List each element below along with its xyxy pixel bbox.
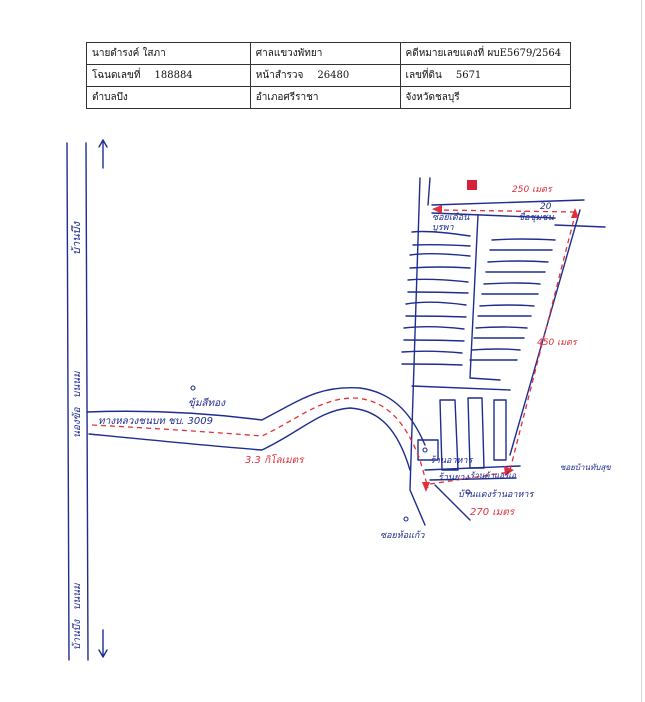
subdistrict: ตำบลบึง [86,86,251,109]
target-parcel-marker [467,180,477,190]
distance-top-label: 250 เมตร [512,185,553,195]
distance-branch-label: 3.3 กิโลเมตร [245,454,305,466]
distance-bottom-label: 270 เมตร [470,507,516,518]
road-label-bottom-b: บ้านบึง [71,619,83,650]
soi-label-c: ชื่อชุมชน [518,210,555,223]
lower-label-3: บ้านแดงร้านอาหาร [458,489,534,500]
survey-page-label: หน้าสำรวจ [255,70,304,81]
page-edge-line [641,0,642,702]
route-top-soi [439,209,576,213]
soi-label-b: บูรพา [432,223,454,233]
case-number-label: คดีหมายเลขแดงที่ [405,48,485,59]
route-east-road [509,214,576,471]
branch-road-lower-edge [88,407,411,471]
land-number-label: เลขที่ดิน [405,70,442,81]
title-deed-number: 188884 [154,70,193,81]
branch-road-label: ทางหลวงชนบท ชบ. 3009 [98,416,213,427]
distance-right-label: 450 เมตร [537,338,578,348]
route-branch-road [91,397,429,489]
soi-top-lower-edge [431,212,556,219]
pin-north-icon [190,385,196,391]
title-deed-label: โฉนดเลขที่ [92,70,141,81]
road-label-bottom-a: บนนม [72,582,83,610]
office-label: ร้านอาหาร [430,455,473,466]
road-label-mid-b: นองข้อ [71,406,83,438]
south-road [434,484,471,521]
info-row-3: ตำบลบึง อำเภอศรีราชา จังหวัดชลบุรี [86,86,572,109]
branch-road-upper-edge [86,386,426,446]
main-highway-right-edge [85,142,89,661]
pin-office-icon [422,447,428,453]
north-arrow-icon [98,139,108,169]
lower-block-c [493,399,507,461]
lower-label: ร้านยาง [438,472,469,483]
route-arrow-up-icon [571,208,579,218]
settlement-middle-road [469,214,501,381]
settlement-road-right [427,177,431,206]
soi-label-a: ซอยเดือน [432,212,470,223]
info-row-2: โฉนดเลขที่ 188884 หน้าสำรวจ 26480 เลขที่ดิ… [86,64,572,87]
property-info-table: นายดำรงค์ ใสภา ศาลแขวงพัทยา คดีหมายเลขแด… [86,42,572,109]
south-arrow-icon [98,629,108,658]
pin-lower-icon [465,489,471,495]
soi-number-label: 20 [540,202,552,212]
land-number: 5671 [455,70,482,81]
province: จังหวัดชลบุรี [399,86,572,109]
lower-label-2: ร้านค้าแอร์เอ [470,470,517,480]
landmark-north-label: ขุ้มสีทอง [188,397,226,409]
route-lower-road [429,471,511,485]
info-row-1: นายดำรงค์ ใสภา ศาลแขวงพัทยา คดีหมายเลขแด… [86,42,572,65]
road-label-top: บ้านบึง [70,220,83,255]
pin-south-icon [403,516,409,522]
case-number: ผบE5679/2564 [487,48,562,59]
district: อำเภอศรีราชา [249,86,401,109]
route-arrow-down-icon [422,482,430,492]
soi-top-upper-edge [431,199,585,206]
soi-top-extension [554,224,606,228]
landmark-south-label: ซอยห้อแก้ว [380,530,425,541]
settlement-cross-road [411,385,511,391]
right-soi-label: ซอยบ้านทับสุข [560,463,611,473]
settlement-road-left [409,177,426,526]
route-arrow-left-icon [432,205,442,214]
main-highway-left-edge [66,142,70,661]
route-arrow-right-icon [504,466,514,476]
settlement-road-east-edge [509,209,581,456]
lower-block-a [439,399,459,471]
survey-page-number: 26480 [317,70,350,81]
road-label-mid-a: บนนม [72,370,83,398]
